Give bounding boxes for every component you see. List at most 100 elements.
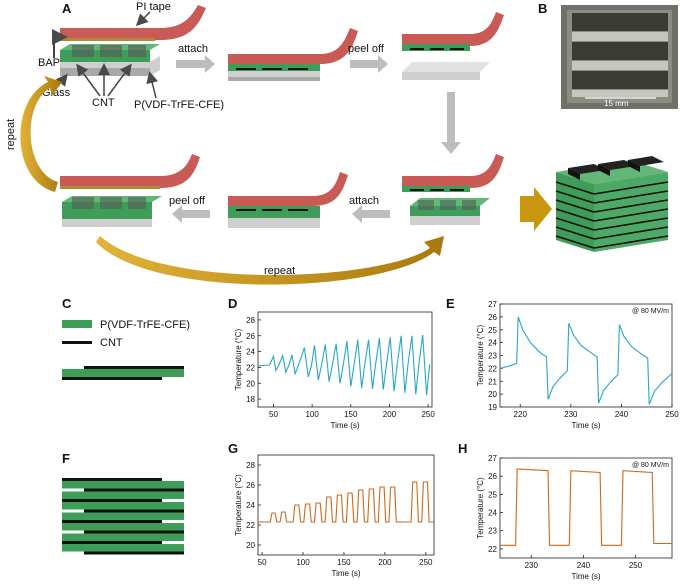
cnt-electrode [84, 551, 184, 555]
y-axis-label: Temperature (°C) [476, 477, 485, 539]
x-tick-label: 200 [378, 558, 392, 567]
polymer-layer [62, 533, 184, 541]
x-axis-label: Time (s) [330, 421, 359, 430]
polymer-layer [62, 481, 184, 489]
x-tick-label: 50 [258, 558, 267, 567]
multilayer-diagram [62, 478, 184, 555]
peel-off-arrow-bottom [172, 205, 210, 223]
plot-frame [499, 457, 673, 559]
attach-label-bottom: attach [349, 195, 379, 207]
y-tick-label: 20 [246, 541, 255, 550]
y-tick-label: 24 [488, 509, 497, 518]
down-arrow [441, 92, 461, 154]
plot-frame [499, 303, 673, 408]
field-annotation: @ 80 MV/m [632, 308, 669, 315]
y-tick-label: 24 [246, 348, 255, 357]
x-tick-label: 240 [615, 410, 629, 419]
polymer-layer [62, 491, 184, 499]
cnt-label: CNT [92, 97, 115, 109]
y-tick-label: 18 [246, 395, 255, 404]
device-photo: 15 mm [561, 5, 678, 109]
polymer-arrow [146, 71, 159, 99]
cnt-electrode [62, 520, 162, 523]
cnt-arrow-3 [107, 63, 132, 97]
y-tick-label: 26 [246, 332, 255, 341]
x-tick-label: 240 [577, 561, 591, 570]
pi-tape-label: PI tape [136, 1, 171, 13]
y-tick-label: 20 [246, 379, 255, 388]
y-tick-label: 25 [488, 490, 497, 499]
y-tick-label: 19 [488, 403, 497, 412]
temperature-series-line [258, 481, 434, 523]
y-tick-label: 28 [246, 461, 255, 470]
cnt-arrow-1 [76, 63, 101, 97]
panel-label-d: D [228, 296, 237, 311]
big-arrow [520, 187, 552, 231]
y-axis-label: Temperature (°C) [476, 324, 485, 386]
x-tick-label: 250 [665, 410, 679, 419]
x-tick-label: 250 [419, 558, 433, 567]
bap-label: BAP [38, 57, 60, 69]
y-tick-label: 23 [488, 527, 497, 536]
y-tick-label: 23 [488, 352, 497, 361]
panel-label-f: F [62, 451, 70, 466]
repeat-label-left: repeat [5, 119, 17, 150]
panel-label-c: C [62, 296, 72, 311]
cnt-electrode [62, 478, 162, 481]
legend-polymer-label: P(VDF-TrFE-CFE) [100, 319, 190, 331]
y-axis-label: Temperature (°C) [234, 474, 243, 536]
x-tick-label: 230 [525, 561, 539, 570]
attach-arrow-bottom [352, 205, 390, 223]
bilayer-diagram [62, 366, 184, 380]
peel-off-label-bottom: peel off [169, 195, 206, 207]
y-tick-label: 26 [488, 472, 497, 481]
repeat-arc-bottom [96, 236, 444, 285]
plot-frame [257, 454, 435, 556]
x-tick-label: 250 [629, 561, 643, 570]
legend-cnt-label: CNT [100, 337, 123, 349]
polymer-layer [62, 544, 184, 552]
legend-cnt-swatch [62, 341, 92, 344]
x-axis-label: Time (s) [571, 421, 600, 430]
x-tick-label: 220 [514, 410, 528, 419]
x-axis-label: Time (s) [331, 569, 360, 578]
x-tick-label: 230 [564, 410, 578, 419]
polymer-layer [62, 512, 184, 520]
y-tick-label: 24 [488, 339, 497, 348]
y-tick-label: 20 [488, 390, 497, 399]
panel-label-b: B [538, 1, 547, 16]
glass-label: Glass [42, 87, 71, 99]
stack-3b-exploded [402, 154, 504, 225]
y-tick-label: 22 [488, 545, 497, 554]
stack-3-peeled [402, 12, 504, 80]
y-tick-label: 27 [488, 454, 497, 463]
polymer-layer [62, 523, 184, 531]
y-tick-label: 26 [488, 313, 497, 322]
x-tick-label: 100 [305, 410, 319, 419]
panel-label-e: E [446, 296, 455, 311]
y-tick-label: 21 [488, 377, 497, 386]
y-tick-label: 27 [488, 300, 497, 309]
stack-5-exploded [60, 154, 200, 227]
cnt-electrode [84, 509, 184, 513]
repeat-arc-left [20, 76, 62, 192]
y-tick-label: 28 [246, 316, 255, 325]
cnt-electrode [62, 541, 162, 544]
bap-arrow [52, 29, 68, 58]
y-tick-label: 24 [246, 501, 255, 510]
temperature-series-line [500, 468, 672, 546]
y-tick-label: 25 [488, 326, 497, 335]
y-tick-label: 22 [246, 363, 255, 372]
polymer-label: P(VDF-TrFE-CFE) [134, 99, 224, 111]
cnt-electrode [62, 499, 162, 502]
x-tick-label: 150 [337, 558, 351, 567]
y-tick-label: 26 [246, 481, 255, 490]
legend-polymer-swatch [62, 320, 92, 328]
plot-frame [257, 311, 433, 408]
pi-tape-arrow [135, 11, 151, 27]
temperature-series-line [499, 316, 673, 405]
